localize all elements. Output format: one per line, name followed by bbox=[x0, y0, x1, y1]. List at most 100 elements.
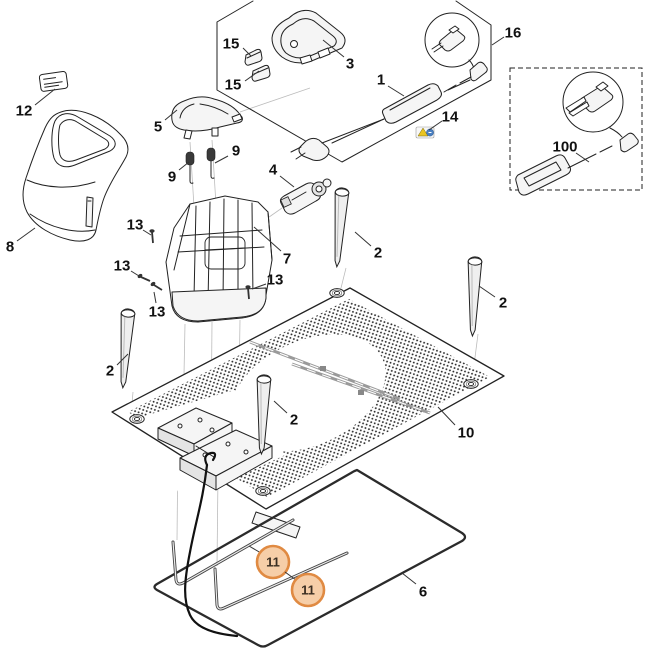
callout-label[interactable]: 7 bbox=[283, 251, 291, 268]
dock-power-cable bbox=[184, 451, 239, 638]
callout-leader-line bbox=[34, 88, 56, 106]
callout-leader-line bbox=[214, 155, 229, 164]
part-15-spacer bbox=[244, 48, 263, 66]
callout-label[interactable]: 4 bbox=[269, 162, 278, 179]
callout-9[interactable]: 9 bbox=[214, 143, 240, 164]
callout-13[interactable]: 13 bbox=[127, 217, 152, 236]
callout-4[interactable]: 4 bbox=[269, 162, 295, 188]
callout-label[interactable]: 2 bbox=[374, 245, 382, 262]
callout-1[interactable]: 1 bbox=[377, 72, 405, 97]
part-9-pin bbox=[185, 151, 195, 184]
callout-leader-line bbox=[130, 270, 140, 277]
callout-100[interactable]: 100 bbox=[552, 139, 590, 163]
marker-layer: 11 11 bbox=[248, 544, 326, 608]
callout-2[interactable]: 2 bbox=[478, 285, 507, 312]
callout-leader-line bbox=[322, 39, 345, 58]
callout-leader-line bbox=[387, 85, 405, 97]
callout-label[interactable]: 15 bbox=[223, 36, 240, 53]
plate-grommet bbox=[255, 486, 271, 496]
callout-3[interactable]: 3 bbox=[322, 39, 354, 73]
plate-grommet bbox=[129, 414, 145, 424]
highlight-label[interactable]: 11 bbox=[301, 583, 315, 598]
callout-leader-line bbox=[575, 152, 590, 163]
callout-label[interactable]: 9 bbox=[232, 143, 240, 160]
part-10-base-plate bbox=[111, 287, 505, 510]
callout-leader-line bbox=[401, 572, 417, 585]
callout-16[interactable]: 16 bbox=[491, 25, 522, 46]
callout-leader-line bbox=[354, 231, 372, 247]
callout-label[interactable]: 13 bbox=[149, 304, 166, 321]
callout-label[interactable]: 1 bbox=[377, 72, 385, 89]
highlight-circle[interactable] bbox=[290, 572, 326, 608]
plate-grommet bbox=[329, 288, 345, 298]
callout-leader-line bbox=[116, 353, 129, 366]
callout-label[interactable]: 13 bbox=[127, 217, 144, 234]
callout-13[interactable]: 13 bbox=[149, 291, 166, 321]
part-5-cover-bracket bbox=[171, 96, 243, 140]
callout-label[interactable]: 10 bbox=[458, 425, 475, 442]
warning-triangle-icon bbox=[417, 127, 429, 137]
part-2-stake bbox=[465, 256, 483, 337]
callout-2[interactable]: 2 bbox=[106, 353, 129, 380]
callout-label[interactable]: 13 bbox=[114, 258, 131, 275]
callout-leader-line bbox=[491, 36, 505, 46]
callout-label[interactable]: 12 bbox=[16, 103, 33, 120]
marker-leader-line bbox=[248, 545, 262, 554]
callout-10[interactable]: 10 bbox=[437, 406, 475, 442]
callout-label[interactable]: 13 bbox=[267, 272, 284, 289]
callout-13[interactable]: 13 bbox=[114, 258, 140, 277]
part-15-spacer bbox=[251, 64, 271, 82]
highlight-marker-11[interactable]: 11 bbox=[248, 544, 291, 580]
part-8-hood bbox=[22, 109, 129, 242]
callout-2[interactable]: 2 bbox=[354, 231, 382, 262]
callout-layer: 12 8 15 15 3 16 1 14 100 5 9 9 4 7 13 13 13 13 2 2 2 2 10 6 bbox=[6, 25, 590, 601]
callout-label[interactable]: 16 bbox=[505, 25, 522, 42]
callout-7[interactable]: 7 bbox=[253, 226, 291, 268]
callout-6[interactable]: 6 bbox=[401, 572, 427, 601]
callout-leader-line bbox=[253, 226, 282, 252]
callout-leader-line bbox=[251, 283, 267, 290]
callout-label[interactable]: 3 bbox=[346, 56, 354, 73]
callout-2[interactable]: 2 bbox=[273, 400, 298, 429]
callout-leader-line bbox=[178, 161, 190, 171]
callout-leader-line bbox=[428, 120, 443, 131]
callout-label[interactable]: 9 bbox=[168, 169, 176, 186]
callout-15[interactable]: 15 bbox=[225, 70, 260, 94]
callout-label[interactable]: 8 bbox=[6, 239, 14, 256]
callout-15[interactable]: 15 bbox=[223, 36, 252, 57]
callout-label[interactable]: 2 bbox=[290, 412, 298, 429]
callout-8[interactable]: 8 bbox=[6, 227, 36, 256]
callout-13[interactable]: 13 bbox=[251, 272, 284, 290]
callout-label[interactable]: 5 bbox=[154, 119, 162, 136]
plate-grommet bbox=[463, 379, 479, 389]
callout-label[interactable]: 2 bbox=[106, 363, 114, 380]
part-13-screw bbox=[149, 229, 155, 244]
callout-leader-line bbox=[478, 285, 496, 298]
callout-leader-line bbox=[437, 406, 456, 426]
highlight-label[interactable]: 11 bbox=[266, 555, 280, 570]
callout-14[interactable]: 14 bbox=[428, 109, 459, 131]
part-13-screw bbox=[150, 281, 163, 291]
callout-leader-line bbox=[244, 70, 260, 82]
part-9-pin bbox=[206, 147, 216, 179]
callout-5[interactable]: 5 bbox=[154, 109, 178, 136]
callout-leader-line bbox=[242, 47, 252, 57]
callout-label[interactable]: 100 bbox=[552, 139, 577, 156]
callout-leader-line bbox=[142, 229, 152, 236]
part-16-group-box bbox=[216, 0, 492, 163]
marker-leader-line bbox=[284, 571, 297, 581]
callout-label[interactable]: 15 bbox=[225, 77, 242, 94]
callout-9[interactable]: 9 bbox=[168, 161, 190, 186]
highlight-marker-11[interactable]: 11 bbox=[284, 571, 326, 608]
callout-label[interactable]: 2 bbox=[499, 295, 507, 312]
part-12-rating-label bbox=[38, 71, 69, 92]
dock-ramp-blocks bbox=[157, 407, 301, 539]
highlight-circle[interactable] bbox=[255, 544, 291, 580]
callout-12[interactable]: 12 bbox=[16, 88, 56, 120]
callout-label[interactable]: 14 bbox=[442, 109, 459, 126]
part-7-dock-housing bbox=[165, 195, 273, 323]
hood-window bbox=[51, 113, 116, 168]
callout-label[interactable]: 6 bbox=[419, 584, 427, 601]
